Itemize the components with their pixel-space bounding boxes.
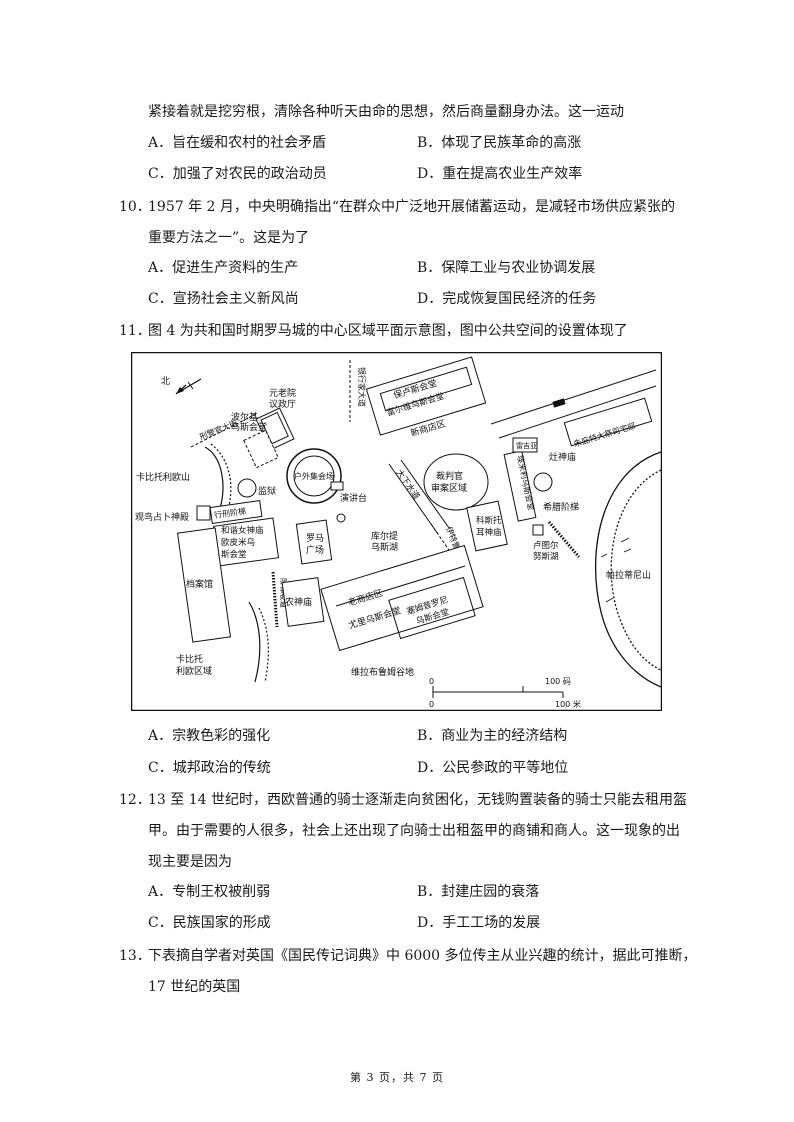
q9-option-c: C．加强了对农民的政治动员 <box>148 166 327 182</box>
q10-number: 10． <box>119 199 151 215</box>
map-label-caipan1: 裁判官 <box>436 470 463 482</box>
map-label-ximu: 希腊阶梯 <box>543 501 579 513</box>
q10-line1: 1957 年 2 月，中央明确指出“在群众中广泛地开展储蓄运动，是减轻市场供应紧… <box>148 199 676 215</box>
map-label-weilabu: 维拉布鲁姆谷地 <box>351 666 414 678</box>
q11-option-a: A．宗教色彩的强化 <box>148 728 271 744</box>
q10-option-b: B．保障工业与农业协调发展 <box>417 260 596 276</box>
north-label: 北 <box>161 376 170 387</box>
q9-text: 紧接着就是挖穷根，清除各种听天由命的思想，然后商量翻身办法。这一运动 <box>148 104 624 120</box>
scale-100-yard: 100 码 <box>545 677 571 686</box>
map-label-kesituo1: 科斯托 <box>476 515 502 526</box>
q13-line2: 17 世纪的英国 <box>148 979 241 995</box>
page-footer: 第 3 页，共 7 页 <box>350 1071 444 1084</box>
map-label-kuer1: 库尔提 <box>371 530 398 542</box>
q12-line3: 现主要是因为 <box>148 854 232 870</box>
q9-option-a: A．旨在缓和农村的社会矛盾 <box>148 135 327 151</box>
north-arrow-icon: 北 <box>161 376 202 395</box>
q13-number: 13． <box>119 948 151 964</box>
map-label-boerji1: 波尔基 <box>231 411 258 423</box>
scale-zero-bottom: 0 <box>429 700 434 709</box>
q12-option-d: D．手工工场的发展 <box>417 915 541 931</box>
q10-option-c: C．宣扬社会主义新风尚 <box>148 291 299 307</box>
map-label-caipan2: 审案区域 <box>431 482 467 494</box>
map-label-lutuer2: 努斯湖 <box>533 551 559 562</box>
map-label-hexienv1: 和谐女神庙 <box>221 525 264 536</box>
q9-option-b: B．体现了民族革命的高涨 <box>417 135 582 151</box>
map-label-kabiquyu1: 卡比托 <box>176 653 203 665</box>
map-label-huwai: 户外集会场 <box>294 471 334 481</box>
q12-option-a: A．专制王权被削弱 <box>148 884 271 900</box>
map-label-kesituo2: 耳神庙 <box>476 527 502 538</box>
map-label-luoma2: 广场 <box>306 544 324 556</box>
q11-option-d: D．公民参政的平等地位 <box>417 760 569 776</box>
map-label-palatine: 帕拉蒂尼山 <box>606 569 651 581</box>
q12-option-b: B．封建庄园的衰落 <box>417 884 540 900</box>
q13-line1: 下表摘自学者对英国《国民传记词典》中 6000 多位传主从业兴趣的统计，据此可推… <box>148 948 697 964</box>
scale-zero-top: 0 <box>429 677 434 686</box>
map-label-lutuer1: 卢图尔 <box>533 540 559 551</box>
map-label-xingzhou: 行刑阶梯 <box>214 506 247 520</box>
scale-100-m: 100 米 <box>555 699 581 709</box>
map-label-guanniao: 观鸟占卜神殿 <box>135 511 189 523</box>
map-label-jianyu: 监狱 <box>258 485 276 497</box>
map-label-kuer2: 乌斯湖 <box>371 541 398 553</box>
q12-option-c: C．民族国家的形成 <box>148 915 271 931</box>
q11-option-b: B．商业为主的经济结构 <box>417 728 568 744</box>
q9-option-d: D．重在提高农业生产效率 <box>417 166 583 182</box>
map-label-zaoshen: 灶神庙 <box>549 451 576 463</box>
map-label-yanjiangtai: 演讲台 <box>340 492 367 504</box>
q10-option-d: D．完成恢复国民经济的任务 <box>417 291 597 307</box>
map-label-luoma1: 罗马 <box>306 533 324 544</box>
map-label-hexienv2: 欧皮米乌 <box>221 537 255 548</box>
q11-line1: 图 4 为共和国时期罗马城的中心区域平面示意图，图中公共空间的设置体现了 <box>148 323 628 339</box>
map-label-kabituoli: 卡比托利欧山 <box>136 471 190 483</box>
q12-line1: 13 至 14 世纪时，西欧普通的骑士逐渐走向贫困化，无钱购置装备的骑士只能去租… <box>148 792 687 808</box>
rome-forum-map: 北 元老院 议政厅 波尔基 乌斯会堂 刑警官大街 卡比托利欧山 监狱 户外集会场… <box>131 352 662 711</box>
q11-number: 11． <box>119 323 151 339</box>
map-label-boerji2: 乌斯会堂 <box>231 421 267 433</box>
map-label-nongshen: 农神庙 <box>285 596 312 608</box>
map-label-hexienv3: 斯会堂 <box>221 549 247 560</box>
map-label-yizhengting: 议政厅 <box>269 398 296 410</box>
q11-option-c: C．城邦政治的传统 <box>148 760 271 776</box>
q12-line2: 甲。由于需要的人很多，社会上还出现了向骑士出租盔甲的商铺和商人。这一现象的出 <box>148 823 680 839</box>
q12-number: 12． <box>119 792 151 808</box>
q10-line2: 重要方法之一”。这是为了 <box>148 230 310 246</box>
q10-option-a: A．促进生产资料的生产 <box>148 260 299 276</box>
map-label-kabiquyu2: 利欧区域 <box>176 665 212 677</box>
map-label-dangan: 档案馆 <box>186 578 213 590</box>
map-label-yuanlaoyuan: 元老院 <box>269 387 296 399</box>
map-label-youle: 银行家大道 <box>357 367 367 407</box>
map-label-sanshen: 雷吉亚 <box>516 442 537 450</box>
scale-bar: 0 100 码 0 100 米 <box>429 677 581 709</box>
